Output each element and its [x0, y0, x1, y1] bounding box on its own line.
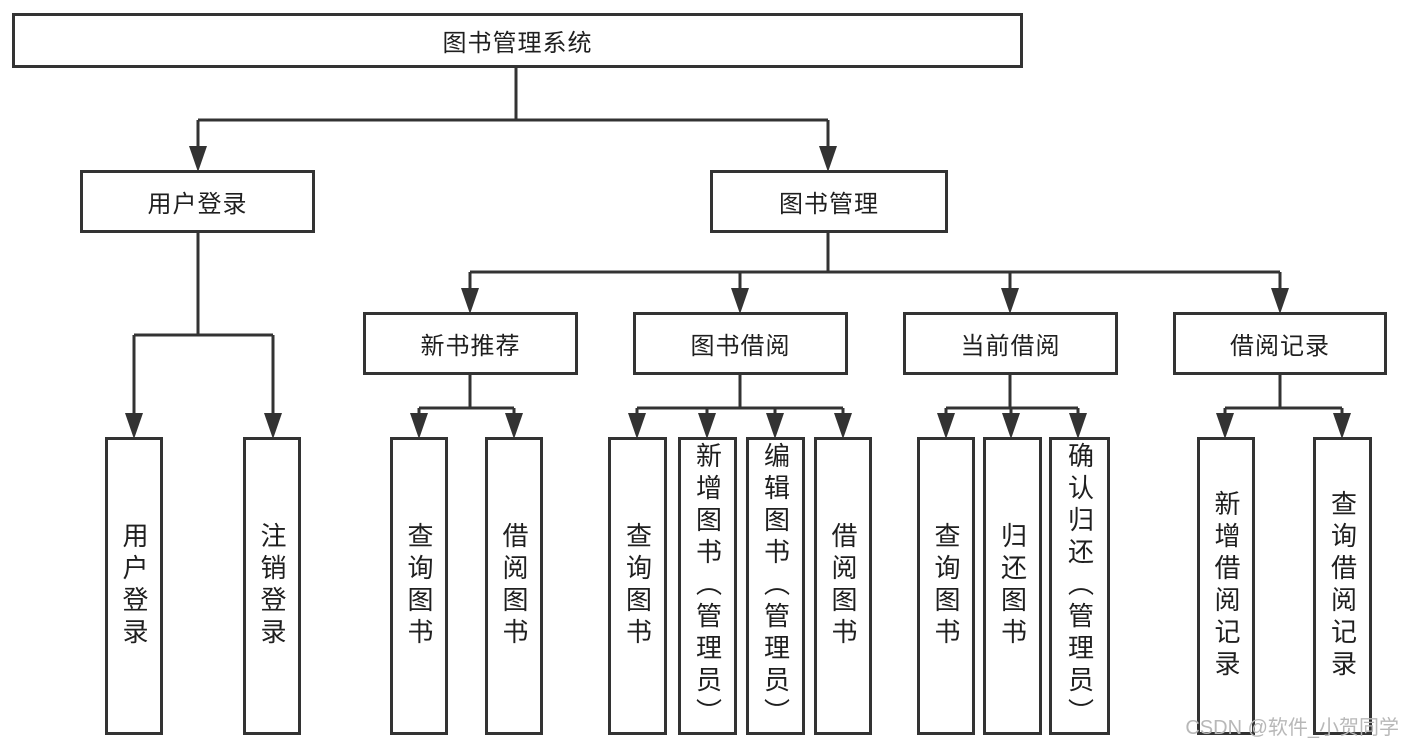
- leaf-bb-query-books: 查询图书: [608, 437, 667, 735]
- node-label: 图书管理: [779, 191, 879, 218]
- node-label: 查询图书: [622, 522, 653, 650]
- node-label: 借阅图书: [499, 522, 529, 650]
- node-new-book-recommendation: 新书推荐: [363, 312, 578, 375]
- leaf-cb-confirm-return-admin: 确认归还（管理员）: [1049, 437, 1110, 735]
- leaf-bb-borrow-books: 借阅图书: [814, 437, 872, 735]
- node-label: 归还图书: [997, 522, 1028, 650]
- leaf-nbr-query-books: 查询图书: [390, 437, 448, 735]
- node-label: 新书推荐: [420, 333, 521, 360]
- node-label: 图书借阅: [690, 333, 791, 360]
- node-label: 图书管理系统: [442, 30, 593, 57]
- node-root-system: 图书管理系统: [12, 13, 1023, 68]
- leaf-br-add-record: 新增借阅记录: [1197, 437, 1255, 735]
- node-label: 查询图书: [404, 522, 434, 650]
- node-book-management-branch: 图书管理: [710, 170, 948, 233]
- node-current-borrowing: 当前借阅: [903, 312, 1118, 375]
- leaf-cb-return-books: 归还图书: [983, 437, 1042, 735]
- node-label: 新增图书（管理员）: [692, 442, 723, 730]
- node-borrowing-records: 借阅记录: [1173, 312, 1387, 375]
- leaf-br-query-record: 查询借阅记录: [1313, 437, 1372, 735]
- leaf-user-login: 用户登录: [105, 437, 163, 735]
- leaf-logout: 注销登录: [243, 437, 301, 735]
- node-label: 注销登录: [257, 522, 287, 650]
- node-label: 用户登录: [147, 191, 248, 218]
- node-label: 当前借阅: [960, 333, 1061, 360]
- node-label: 编辑图书（管理员）: [760, 442, 791, 730]
- leaf-bb-edit-books-admin: 编辑图书（管理员）: [746, 437, 805, 735]
- leaf-cb-query-books: 查询图书: [917, 437, 975, 735]
- arrowheads: [125, 146, 1351, 439]
- node-label: 查询借阅记录: [1327, 490, 1358, 682]
- node-user-login-branch: 用户登录: [80, 170, 315, 233]
- leaf-nbr-borrow-books: 借阅图书: [485, 437, 543, 735]
- node-book-borrowing: 图书借阅: [633, 312, 848, 375]
- node-label: 查询图书: [931, 522, 961, 650]
- csdn-watermark: CSDN @软件_小贺同学: [1185, 717, 1399, 739]
- node-label: 借阅图书: [828, 522, 858, 650]
- node-label: 新增借阅记录: [1211, 490, 1241, 682]
- node-label: 借阅记录: [1230, 333, 1330, 360]
- node-label: 确认归还（管理员）: [1064, 442, 1095, 730]
- node-label: 用户登录: [119, 522, 149, 650]
- leaf-bb-add-books-admin: 新增图书（管理员）: [678, 437, 737, 735]
